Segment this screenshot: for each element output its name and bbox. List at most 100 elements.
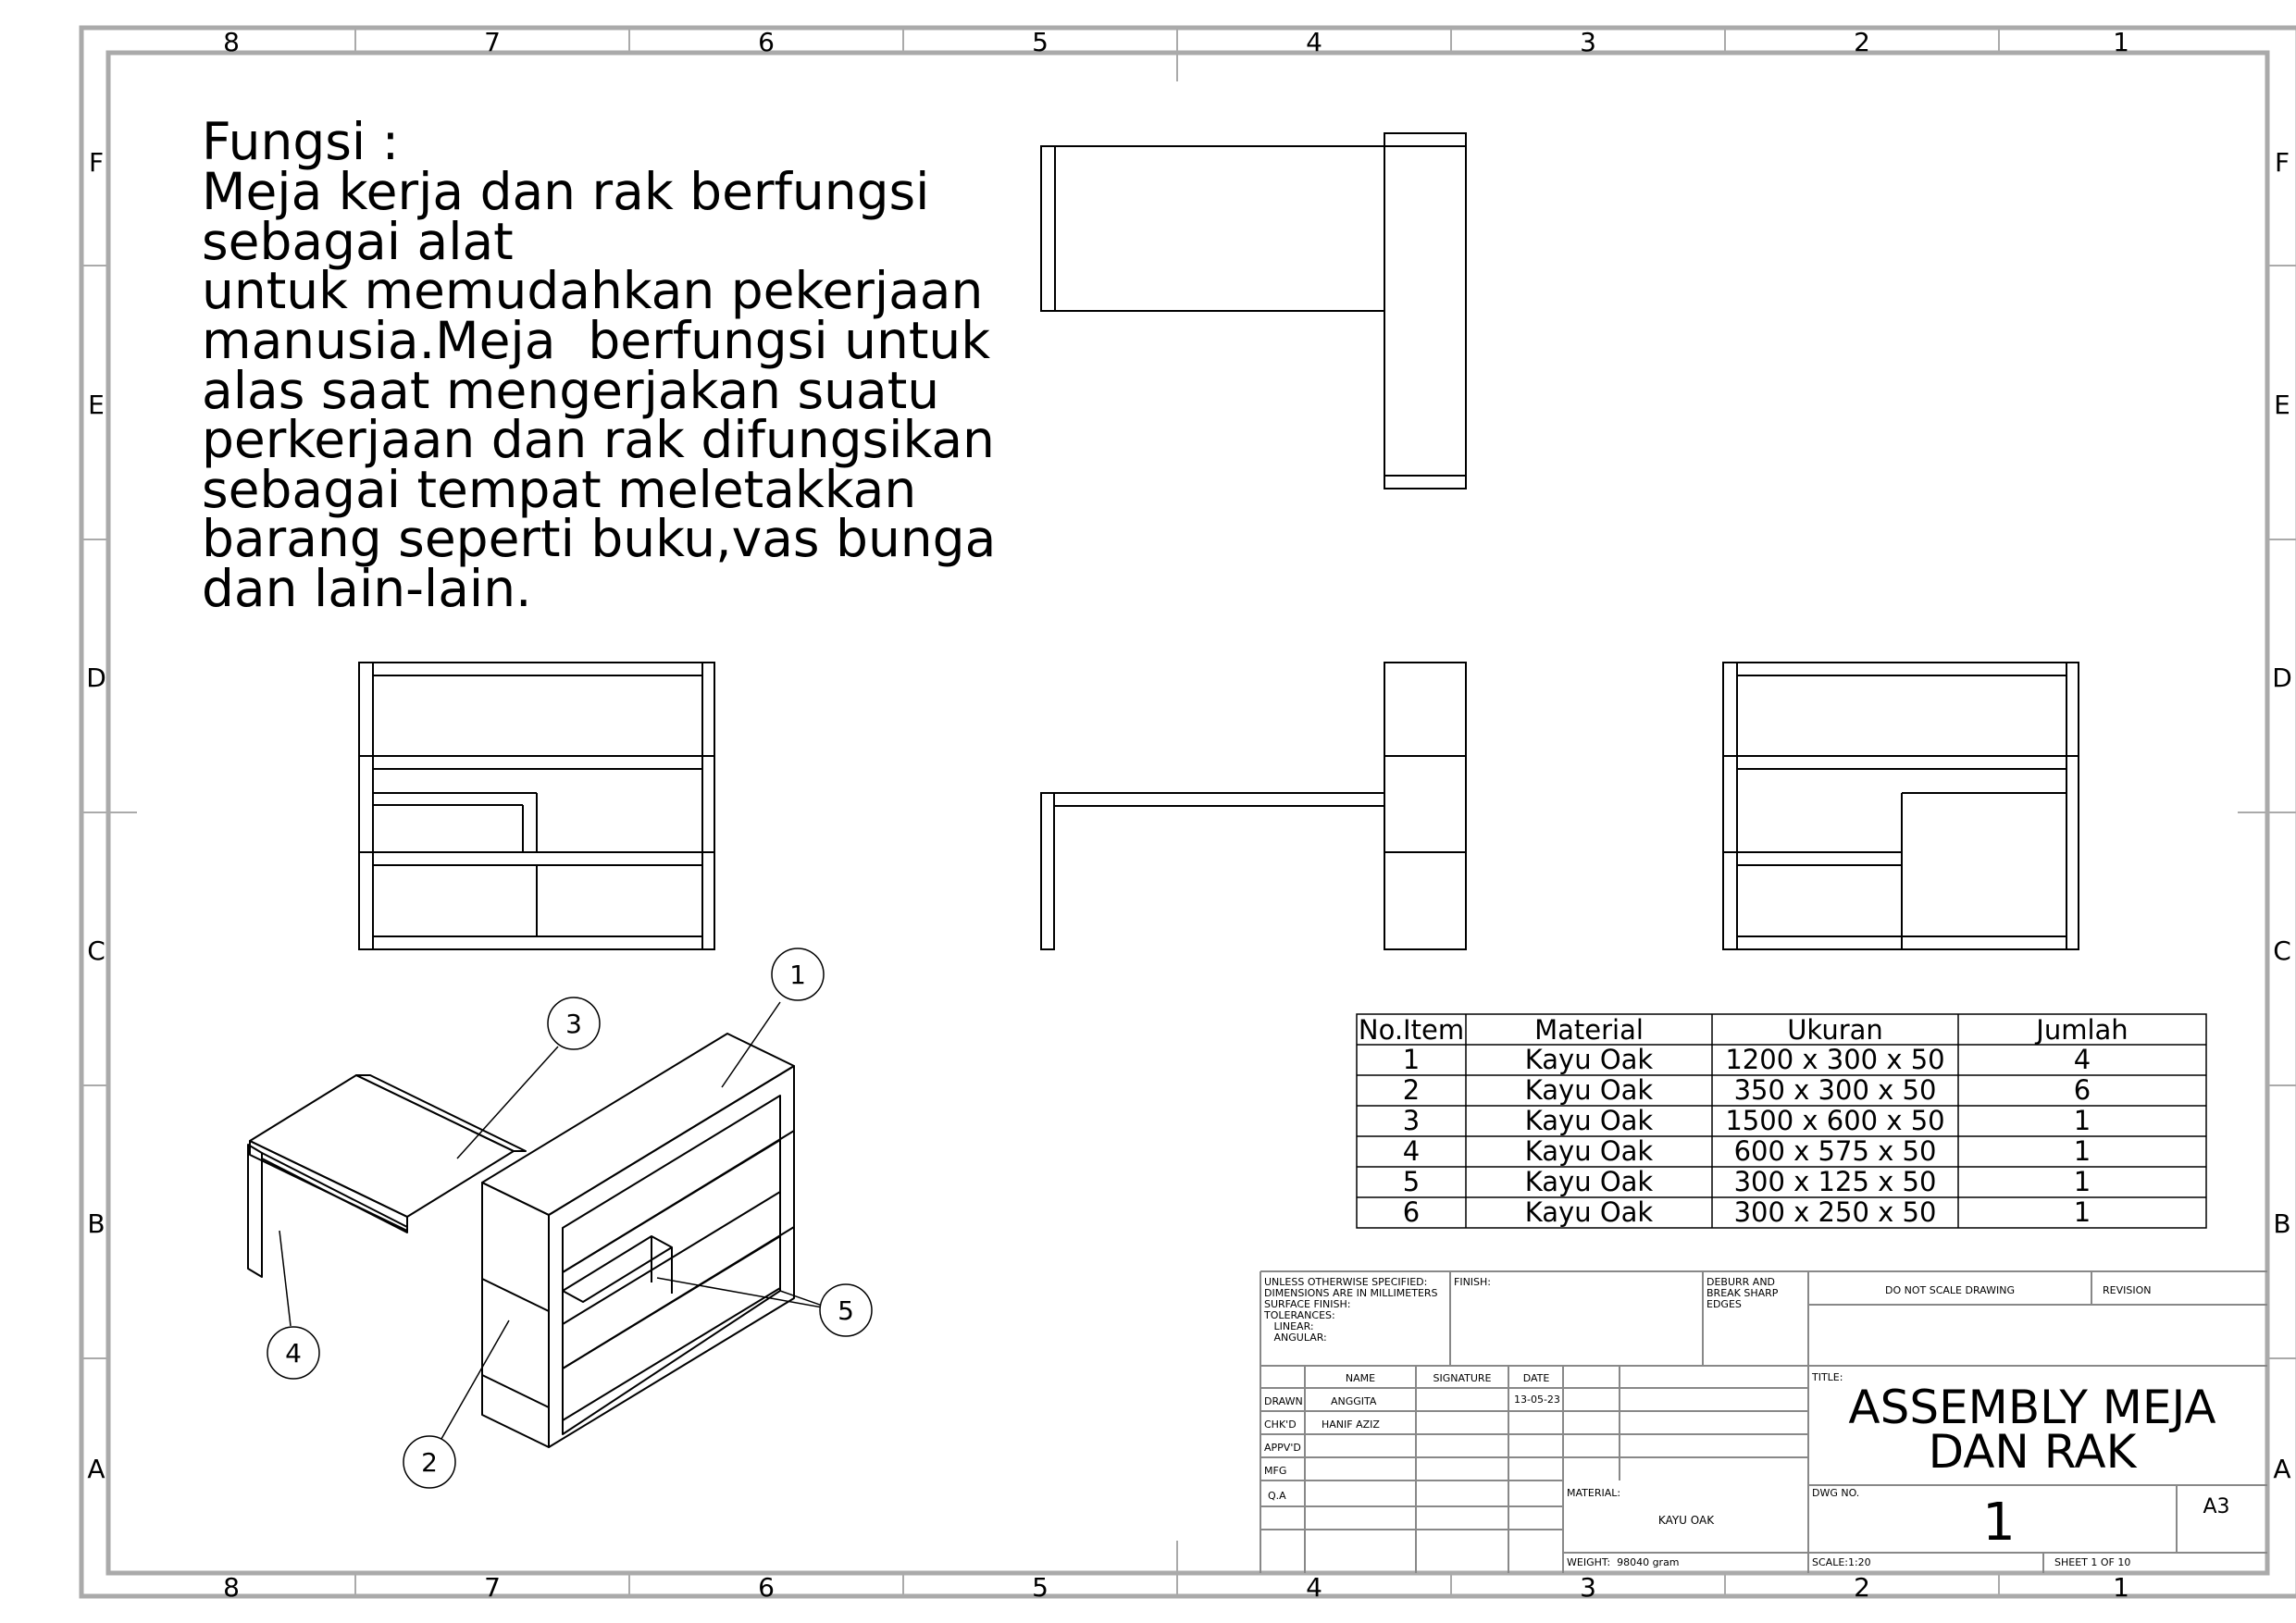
tb-finish-label: FINISH: xyxy=(1454,1276,1491,1288)
description-line-5: manusia.Meja berfungsi untuk xyxy=(202,311,990,370)
bom-cell: Kayu Oak xyxy=(1525,1105,1654,1136)
description-line-6: alas saat mengerjakan suatu xyxy=(202,361,939,420)
zone-col-bottom-3: 6 xyxy=(758,1572,775,1603)
tb-row-chkd: CHK'D xyxy=(1264,1419,1297,1431)
bom-header-ukuran: Ukuran xyxy=(1787,1014,1883,1046)
tb-dwg-no-value: 1 xyxy=(1982,1493,2016,1553)
zone-row-left-5: B xyxy=(87,1208,105,1239)
tb-unless-line: UNLESS OTHERWISE SPECIFIED: xyxy=(1264,1276,1427,1288)
bom-cell: 1500 x 600 x 50 xyxy=(1725,1105,1944,1136)
zone-row-right-2: E xyxy=(2274,390,2290,420)
tb-deburr-line: DEBURR AND xyxy=(1706,1276,1775,1288)
tb-row-drawn: DRAWN xyxy=(1264,1395,1303,1407)
description-line-1: Fungsi : xyxy=(202,112,399,171)
zone-row-right-1: F xyxy=(2275,147,2290,178)
zone-col-top-2: 7 xyxy=(484,27,501,57)
tb-unless-line: TOLERANCES: xyxy=(1263,1309,1335,1321)
tb-row-appvd: APPV'D xyxy=(1264,1442,1301,1454)
zone-col-bottom-1: 8 xyxy=(223,1572,240,1603)
zone-row-right-3: D xyxy=(2272,663,2292,693)
balloon-circle-2 xyxy=(403,1435,456,1489)
balloon-circle-4 xyxy=(267,1326,320,1380)
tb-chkd-name: HANIF AZIZ xyxy=(1322,1419,1380,1431)
bom-table: No.Item Material Ukuran Jumlah 1 Kayu Oa… xyxy=(1356,1013,2207,1229)
bom-cell: 5 xyxy=(1403,1166,1420,1197)
tb-title-line-1: ASSEMBLY MEJA xyxy=(1848,1381,2215,1434)
bom-cell: 4 xyxy=(1403,1135,1420,1167)
tb-title-label: TITLE: xyxy=(1811,1371,1843,1383)
tb-unless-line: DIMENSIONS ARE IN MILLIMETERS xyxy=(1264,1287,1438,1299)
bom-cell: 1200 x 300 x 50 xyxy=(1725,1044,1944,1075)
front-view xyxy=(358,662,715,950)
tb-sheet: SHEET 1 OF 10 xyxy=(2054,1556,2130,1568)
tb-unless-line: ANGULAR: xyxy=(1264,1332,1327,1344)
zone-col-top-4: 5 xyxy=(1032,27,1049,57)
bom-cell: 600 x 575 x 50 xyxy=(1734,1135,1937,1167)
balloon-label-4: 4 xyxy=(285,1338,302,1369)
description-line-4: untuk memudahkan pekerjaan xyxy=(202,261,983,320)
bom-cell: Kayu Oak xyxy=(1525,1044,1654,1075)
bom-cell: 6 xyxy=(2074,1074,2091,1106)
balloon-label-3: 3 xyxy=(565,1009,582,1039)
bom-header-no-item: No.Item xyxy=(1359,1014,1464,1046)
bom-cell: 1 xyxy=(1403,1044,1420,1075)
zone-row-left-6: A xyxy=(87,1454,105,1484)
tb-drawn-date: 13-05-23 xyxy=(1514,1394,1560,1406)
tb-col-date: DATE xyxy=(1523,1372,1550,1384)
zone-labels: 8 7 6 5 4 3 2 1 8 7 6 5 4 3 2 1 F E D C … xyxy=(86,27,2292,1603)
zone-col-top-7: 2 xyxy=(1854,27,1870,57)
tb-row-mfg: MFG xyxy=(1264,1465,1286,1477)
zone-row-left-2: E xyxy=(88,390,105,420)
tb-row-qa: Q.A xyxy=(1268,1490,1286,1502)
bom-header-jumlah: Jumlah xyxy=(2034,1014,2128,1046)
bom-cell: 1 xyxy=(2074,1105,2091,1136)
zone-col-top-3: 6 xyxy=(758,27,775,57)
zone-col-bottom-4: 5 xyxy=(1032,1572,1049,1603)
tb-deburr-line: EDGES xyxy=(1706,1298,1742,1310)
bom-cell: Kayu Oak xyxy=(1525,1166,1654,1197)
tb-drawn-name: ANGGITA xyxy=(1331,1395,1377,1407)
tb-size: A3 xyxy=(2203,1495,2229,1518)
bom-cell: 300 x 250 x 50 xyxy=(1734,1196,1937,1228)
zone-col-top-6: 3 xyxy=(1580,27,1596,57)
balloon-circle-5 xyxy=(819,1283,873,1337)
balloon-circle-1 xyxy=(771,948,825,1001)
tb-deburr-line: BREAK SHARP xyxy=(1706,1287,1779,1299)
zone-col-bottom-2: 7 xyxy=(484,1572,501,1603)
tb-material-value: KAYU OAK xyxy=(1658,1514,1715,1527)
zone-col-bottom-8: 1 xyxy=(2113,1572,2129,1603)
bom-cell: 1 xyxy=(2074,1166,2091,1197)
bom-header-material: Material xyxy=(1534,1014,1644,1046)
zone-col-top-8: 1 xyxy=(2113,27,2129,57)
side-view xyxy=(1040,662,1467,950)
zone-row-right-6: A xyxy=(2273,1454,2290,1484)
zone-row-left-4: C xyxy=(87,935,105,966)
tb-dwg-no-label: DWG NO. xyxy=(1812,1487,1859,1499)
isometric-view xyxy=(247,1033,795,1448)
bom-cell: 350 x 300 x 50 xyxy=(1734,1074,1937,1106)
tb-col-name: NAME xyxy=(1346,1372,1375,1384)
tb-weight: WEIGHT: 98040 gram xyxy=(1567,1556,1680,1568)
zone-col-bottom-6: 3 xyxy=(1580,1572,1596,1603)
bom-cell: 300 x 125 x 50 xyxy=(1734,1166,1937,1197)
tb-do-not-scale: DO NOT SCALE DRAWING xyxy=(1885,1284,2015,1296)
zone-col-bottom-5: 4 xyxy=(1306,1572,1322,1603)
description-line-3: sebagai alat xyxy=(202,212,514,271)
balloon-label-1: 1 xyxy=(789,960,806,990)
balloon-circle-3 xyxy=(547,997,601,1050)
bom-cell: Kayu Oak xyxy=(1525,1074,1654,1106)
description-line-9: barang seperti buku,vas bunga xyxy=(202,509,996,568)
description-line-8: sebagai tempat meletakkan xyxy=(202,460,916,519)
leader-lines xyxy=(279,1001,834,1446)
bom-cell: 3 xyxy=(1403,1105,1420,1136)
zone-row-right-5: B xyxy=(2273,1208,2290,1239)
balloons: 1 3 5 4 2 xyxy=(267,948,873,1489)
zone-row-right-4: C xyxy=(2273,935,2291,966)
top-view xyxy=(1040,132,1467,489)
bom-cell: 2 xyxy=(1403,1074,1420,1106)
tb-unless-line: LINEAR: xyxy=(1264,1320,1314,1332)
tb-revision-label: REVISION xyxy=(2103,1284,2151,1296)
tb-scale: SCALE:1:20 xyxy=(1812,1556,1871,1568)
tb-title-line-2: DAN RAK xyxy=(1929,1425,2138,1479)
description-line-2: Meja kerja dan rak berfungsi xyxy=(202,162,929,221)
